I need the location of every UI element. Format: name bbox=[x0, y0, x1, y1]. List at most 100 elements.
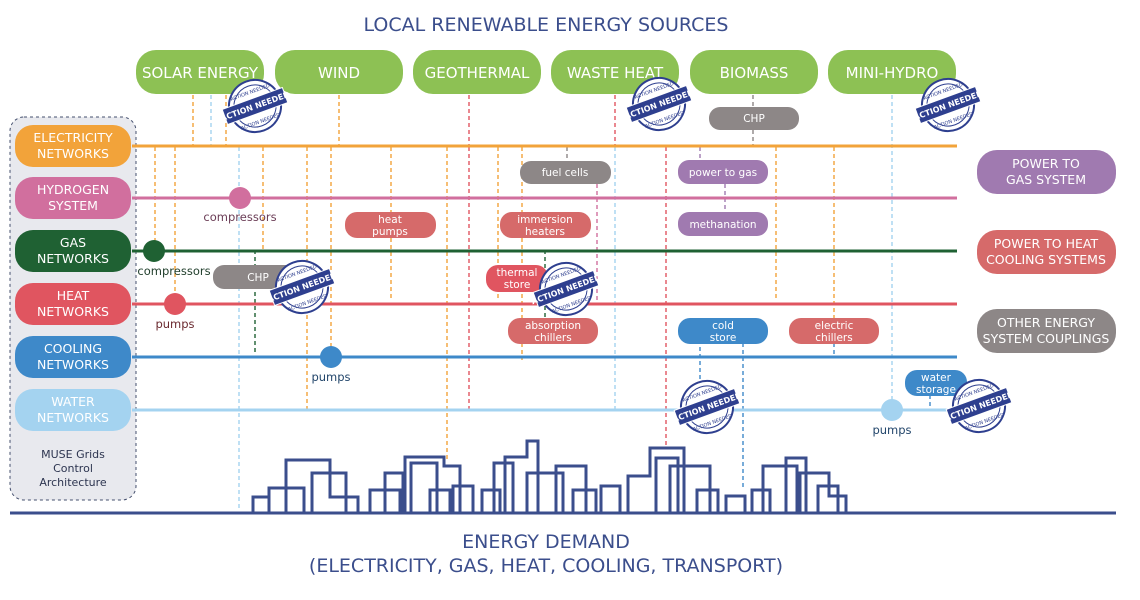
building bbox=[383, 471, 405, 513]
fuel-cells-pill bbox=[520, 161, 611, 184]
building bbox=[695, 488, 720, 513]
building-cluster bbox=[251, 458, 360, 513]
source-solar-label: SOLAR ENERGY bbox=[142, 64, 259, 82]
source-mini-hydro-pill bbox=[828, 50, 956, 94]
building bbox=[403, 455, 462, 513]
network-cooling-label-1: COOLING bbox=[44, 341, 102, 356]
building bbox=[784, 456, 808, 513]
building bbox=[816, 484, 840, 513]
fuel-cells-label: fuel cells bbox=[542, 167, 589, 179]
other-couplings-box bbox=[977, 309, 1116, 353]
source-waste-heat-label: WASTE HEAT bbox=[567, 64, 664, 82]
network-lines bbox=[132, 144, 957, 412]
water-storage-label-2: storage bbox=[916, 384, 956, 396]
control-label-3: Architecture bbox=[39, 476, 107, 489]
building bbox=[409, 461, 439, 513]
network-hydrogen-label-1: HYDROGEN bbox=[37, 182, 109, 197]
immersion-heaters-label-1: immersion bbox=[517, 214, 573, 226]
source-wind-pill bbox=[275, 50, 403, 94]
power-to-heat-label-2: COOLING SYSTEMS bbox=[986, 252, 1106, 267]
network-nodes: compressors compressors pumps pumps pump… bbox=[137, 187, 912, 437]
absorption-chillers-label-1: absorption bbox=[525, 320, 581, 332]
control-label-1: MUSE Grids bbox=[41, 448, 105, 461]
network-gas bbox=[15, 230, 131, 272]
cold-store-label-2: store bbox=[710, 332, 737, 344]
thermal-store-label-1: thermal bbox=[497, 267, 538, 279]
immersion-heaters-label-2: heaters bbox=[525, 226, 565, 238]
water-storage-label-1: water bbox=[921, 372, 952, 384]
power-to-gas-label: power to gas bbox=[689, 167, 757, 179]
source-geothermal-pill bbox=[413, 50, 541, 94]
source-wind-label: WIND bbox=[318, 64, 360, 82]
power-to-heat-label-1: POWER TO HEAT bbox=[994, 236, 1099, 251]
building bbox=[480, 488, 502, 513]
demand-title: ENERGY DEMAND bbox=[462, 531, 630, 553]
chp-biomass-pill bbox=[709, 107, 799, 130]
compressors-label-gas: compressors bbox=[137, 264, 210, 278]
network-heat bbox=[15, 283, 131, 325]
action-needed-stamps: ACTION NEEDED ACTION NEEDED ACTION NEEDE… bbox=[215, 67, 1019, 444]
building bbox=[654, 456, 680, 513]
action-needed-stamp: ACTION NEEDED ACTION NEEDED ACTION NEEDE… bbox=[619, 67, 699, 141]
power-to-gas-system-box bbox=[977, 150, 1116, 194]
component-pills: CHP fuel cells power to gas heat pumps i… bbox=[213, 107, 967, 396]
network-pills: ELECTRICITY NETWORKS HYDROGEN SYSTEM GAS… bbox=[15, 125, 131, 489]
diagram-title: LOCAL RENEWABLE ENERGY SOURCES bbox=[364, 14, 729, 36]
absorption-chillers-pill bbox=[508, 318, 598, 344]
network-hydrogen bbox=[15, 177, 131, 219]
power-to-heat-box bbox=[977, 230, 1116, 274]
thermal-store-label-2: store bbox=[504, 279, 531, 291]
building bbox=[428, 488, 452, 513]
compressor-node-gas bbox=[143, 240, 165, 262]
network-water-label-1: WATER bbox=[51, 394, 95, 409]
source-geothermal-label: GEOTHERMAL bbox=[425, 64, 530, 82]
source-biomass-pill bbox=[690, 50, 818, 94]
cold-store-pill bbox=[678, 318, 768, 344]
action-needed-stamp: ACTION NEEDED ACTION NEEDED ACTION NEEDE… bbox=[667, 370, 747, 444]
control-label-2: Control bbox=[53, 462, 93, 475]
chp-biomass-label: CHP bbox=[743, 113, 765, 125]
power-to-gas-system-label-1: POWER TO bbox=[1012, 156, 1080, 171]
network-electricity-label-2: NETWORKS bbox=[37, 146, 109, 161]
immersion-heaters-pill bbox=[500, 212, 591, 238]
building bbox=[571, 488, 598, 513]
building bbox=[503, 439, 540, 513]
pumps-label-cooling: pumps bbox=[311, 370, 350, 384]
action-needed-stamp: ACTION NEEDED ACTION NEEDED ACTION NEEDE… bbox=[939, 369, 1019, 443]
action-needed-stamp: ACTION NEEDED ACTION NEEDED ACTION NEEDE… bbox=[908, 68, 988, 142]
network-heat-label-1: HEAT bbox=[57, 288, 90, 303]
pump-node-water bbox=[881, 399, 903, 421]
compressors-label-hydrogen: compressors bbox=[203, 210, 276, 224]
city-skyline bbox=[10, 439, 1116, 515]
absorption-chillers-label-2: chillers bbox=[534, 332, 571, 344]
network-electricity-label-1: ELECTRICITY bbox=[33, 130, 113, 145]
network-heat-label-2: NETWORKS bbox=[37, 304, 109, 319]
network-electricity bbox=[15, 125, 131, 167]
heat-pumps-pill bbox=[345, 212, 436, 238]
building bbox=[724, 494, 747, 513]
source-solar-pill bbox=[136, 50, 264, 94]
methanation-pill bbox=[678, 212, 768, 236]
demand-subtitle: (ELECTRICITY, GAS, HEAT, COOLING, TRANSP… bbox=[309, 555, 783, 577]
network-cooling bbox=[15, 336, 131, 378]
building bbox=[284, 486, 306, 513]
power-to-gas-system-label-2: GAS SYSTEM bbox=[1006, 172, 1086, 187]
network-water-label-2: NETWORKS bbox=[37, 410, 109, 425]
building bbox=[525, 471, 565, 513]
methanation-label: methanation bbox=[689, 219, 756, 231]
other-couplings-label-2: SYSTEM COUPLINGS bbox=[983, 331, 1110, 346]
other-couplings-label-1: OTHER ENERGY bbox=[997, 315, 1095, 330]
network-gas-label-2: NETWORKS bbox=[37, 251, 109, 266]
chp-gas-label: CHP bbox=[247, 272, 269, 284]
building bbox=[310, 471, 348, 513]
source-mini-hydro-label: MINI-HYDRO bbox=[846, 64, 939, 82]
network-water bbox=[15, 389, 131, 431]
action-needed-stamp: ACTION NEEDED ACTION NEEDED ACTION NEEDE… bbox=[262, 250, 342, 324]
source-biomass-label: BIOMASS bbox=[720, 64, 789, 82]
thermal-store-pill bbox=[486, 265, 548, 292]
pumps-label-heat: pumps bbox=[155, 317, 194, 331]
building bbox=[451, 484, 475, 513]
electric-chillers-label-1: electric bbox=[815, 320, 854, 332]
